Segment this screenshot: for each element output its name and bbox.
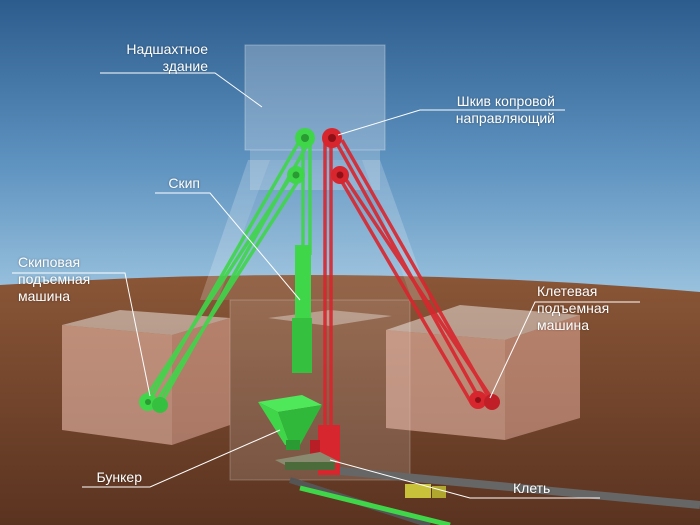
skip-hoist-drum	[139, 393, 168, 413]
leader-lines	[12, 72, 640, 499]
label-line: Бункер	[96, 469, 142, 485]
label-line: подъемная	[537, 300, 610, 316]
label-sheave: Шкив копровой направляющий	[390, 93, 555, 127]
cage-ropes	[323, 139, 496, 425]
label-line: Надшахтное	[126, 41, 208, 57]
sheave-red-upper	[322, 128, 342, 148]
label-line: машина	[537, 317, 589, 333]
label-cage: Клеть	[513, 480, 593, 497]
skip-hoist-house	[62, 310, 230, 445]
label-line: Клеть	[513, 480, 551, 496]
label-bunker: Бункер	[60, 469, 142, 486]
label-line: подъемная	[18, 271, 91, 287]
sheave-green-lower	[287, 166, 305, 184]
label-line: Скиповая	[18, 254, 81, 270]
sheave-green-upper	[295, 128, 315, 148]
label-line: здание	[162, 58, 208, 74]
cage-hoist-house	[386, 305, 580, 440]
label-line: машина	[18, 288, 70, 304]
label-headframe-building: Надшахтное здание	[60, 41, 208, 75]
skip-container	[292, 245, 312, 373]
skip-ropes	[141, 139, 312, 408]
label-skip: Скип	[140, 175, 200, 192]
cage-hoist-drum	[469, 391, 500, 410]
label-line: Скип	[168, 175, 200, 191]
sky	[0, 0, 700, 300]
label-line: Клетевая	[537, 283, 598, 299]
label-line: Шкив копровой	[456, 93, 555, 109]
label-cage-hoist: Клетевая подъемная машина	[537, 283, 647, 334]
label-line: направляющий	[455, 110, 555, 126]
rail-track	[289, 466, 700, 525]
sheave-red-lower	[331, 166, 349, 184]
label-skip-hoist: Скиповая подъемная машина	[18, 254, 128, 305]
bunker	[258, 395, 322, 450]
loading-station	[275, 452, 340, 470]
